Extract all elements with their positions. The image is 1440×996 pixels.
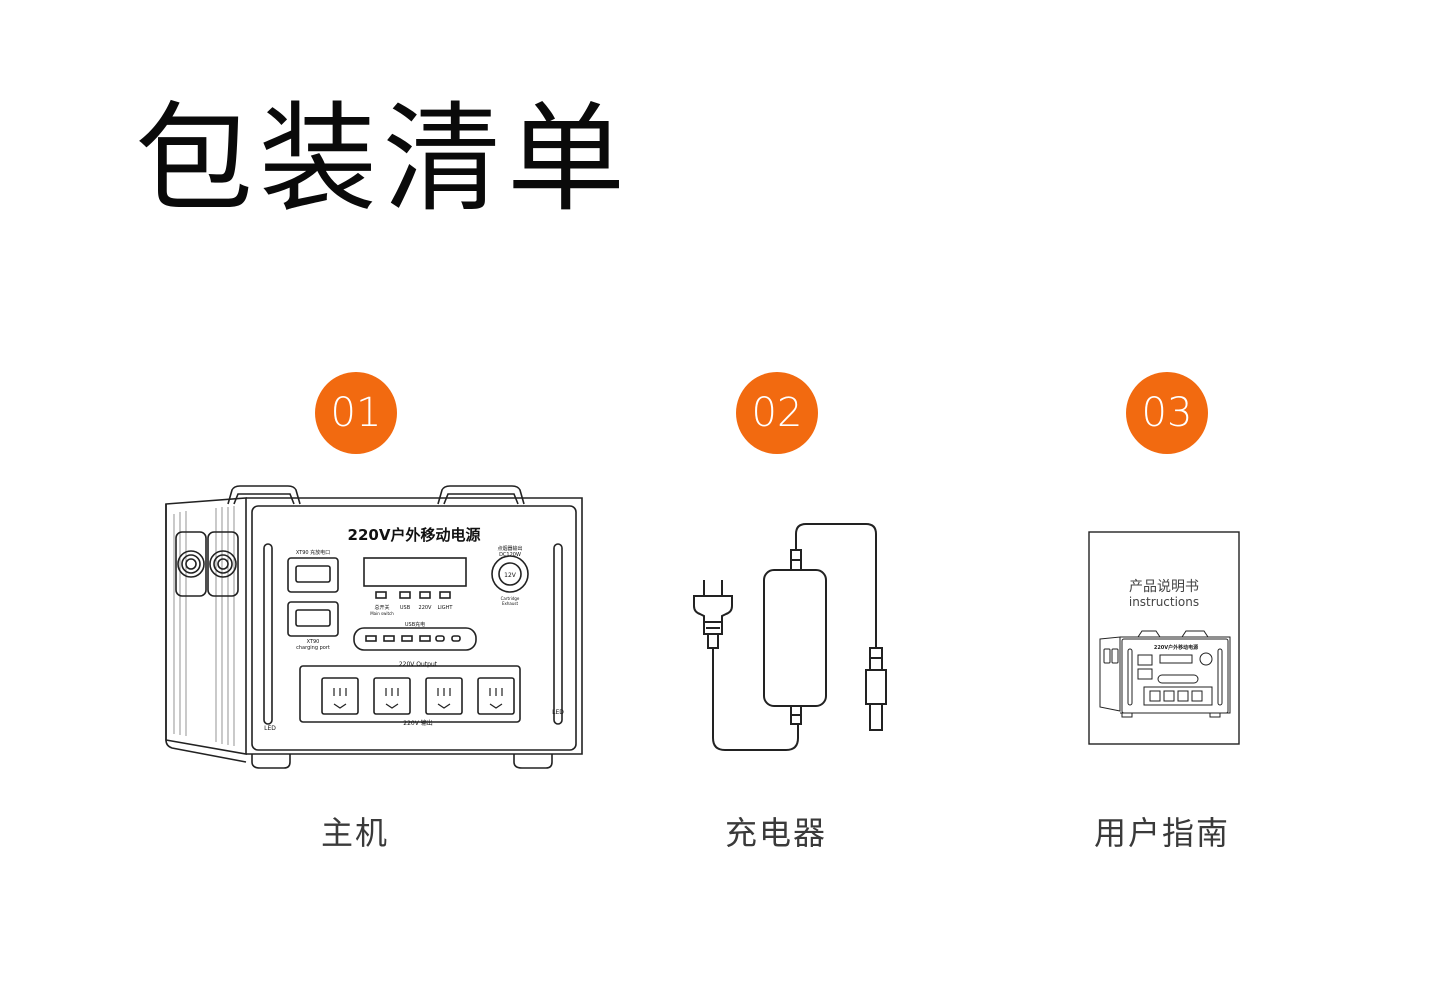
led-right-label: LED xyxy=(552,709,564,716)
power-station-icon: 220V户外移动电源 XT90 充放电口 XT90 charging port … xyxy=(165,485,583,769)
car-volt: 12V xyxy=(504,572,517,579)
manual-title-en: instructions xyxy=(1129,595,1199,609)
v220-label: 220V xyxy=(419,605,433,611)
car-en2: Exhaust xyxy=(502,601,519,606)
light-label: LIGHT xyxy=(438,605,454,611)
main-switch-label: 总开关 xyxy=(374,604,389,611)
main-switch-en: Main switch xyxy=(370,611,394,616)
car-port-sub: DC120W xyxy=(499,552,521,558)
led-left-label: LED xyxy=(264,725,276,732)
item-number-badge: 01 xyxy=(315,372,397,454)
output-cn-label: 220V 输出 xyxy=(403,719,432,727)
output-en-label: 220V Output xyxy=(399,661,438,668)
device-title: 220V户外移动电源 xyxy=(348,526,481,544)
item-number-badge: 03 xyxy=(1126,372,1208,454)
car-port-label: 点烟器输出 xyxy=(497,545,522,552)
xt90-en: XT90 xyxy=(307,639,320,645)
usb-charge-label: USB充电 xyxy=(405,621,425,628)
car-en: Cartridge xyxy=(501,596,520,601)
item-number-badge: 02 xyxy=(736,372,818,454)
charger-icon xyxy=(693,523,887,751)
item-label: 用户指南 xyxy=(1093,814,1230,852)
manual-icon: 产品说明书 instructions 220V户外移动电源 xyxy=(1088,531,1240,745)
manual-title-cn: 产品说明书 xyxy=(1129,579,1199,595)
item-label: 充电器 xyxy=(724,814,827,852)
item-label: 主机 xyxy=(320,814,389,852)
xt90-en2: charging port xyxy=(296,645,330,651)
page-title: 包装清单 xyxy=(135,90,632,228)
usb-label: USB xyxy=(400,605,411,611)
mini-device-title: 220V户外移动电源 xyxy=(1154,644,1198,651)
xt90-label: XT90 充放电口 xyxy=(296,549,330,556)
